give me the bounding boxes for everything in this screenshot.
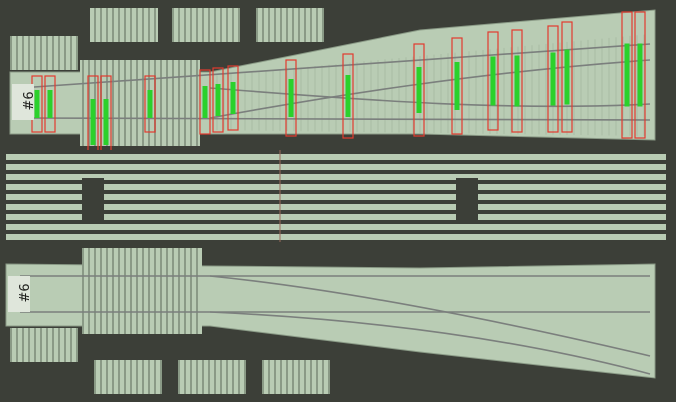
marked-tie-outline [451, 37, 463, 135]
marked-tie-outline [44, 75, 56, 133]
marked-tie-fill [34, 90, 40, 118]
turnout-bottom-rails [20, 275, 651, 375]
tie-pad [172, 8, 240, 42]
rail-strip [6, 234, 666, 240]
turnout-top-label: 9# [19, 91, 34, 110]
turnout-bottom-label-box [8, 276, 30, 312]
turnout-top-highlights [31, 11, 646, 169]
rail-strip [6, 164, 666, 170]
marked-tie-fill [103, 99, 109, 145]
tie-pad-group-top [10, 8, 324, 70]
rail-diverging [209, 59, 651, 119]
tie-pad [256, 8, 324, 42]
marked-tie-fill [490, 56, 496, 106]
turnout-bottom-tie-strip [82, 248, 202, 334]
marked-tie-outline [511, 29, 523, 133]
rail-strip [6, 204, 666, 210]
turnout-top-tie-strip [80, 60, 200, 146]
rail [19, 43, 651, 89]
rail-strip-sprue [4, 150, 668, 242]
marked-tie-fill [202, 86, 208, 118]
rail [19, 117, 651, 121]
marked-tie-fill [47, 90, 53, 118]
marked-tie-fill [230, 82, 236, 114]
marked-tie-outline [634, 11, 646, 139]
marked-tie-outline [212, 67, 224, 133]
marked-tie-fill [288, 79, 294, 117]
rail-strip [6, 194, 666, 200]
marked-tie-outline [227, 65, 239, 131]
marked-tie-outline [342, 53, 354, 139]
rail-strip [6, 174, 666, 180]
marked-tie-outline [561, 21, 573, 133]
rail-strip [6, 154, 666, 160]
rail-diverging [209, 311, 651, 375]
marked-tie-outline [285, 59, 297, 137]
marked-tie-fill [550, 52, 556, 106]
turnout-bottom-label: 9# [15, 283, 30, 302]
rail-diverging [209, 87, 651, 108]
sprue-gap [82, 178, 104, 220]
marked-tie-outline [547, 25, 559, 133]
marked-tie-fill [90, 99, 96, 145]
rail-strip [6, 214, 666, 220]
rail-strip [6, 224, 666, 230]
turnout-top-label-box [12, 84, 34, 120]
marked-tie-fill [147, 90, 153, 118]
tie-pad-group-bottom [10, 328, 330, 394]
rail-diverging [209, 275, 651, 357]
marked-tie-fill [514, 55, 520, 107]
marked-tie-outline [413, 43, 425, 137]
turnout-bottom: 9# [5, 248, 656, 379]
tie-pad [94, 360, 162, 394]
marked-tie-outline [487, 31, 499, 131]
turnout-top-rails [19, 43, 651, 121]
rail-strip [6, 184, 666, 190]
marked-tie-fill [345, 75, 351, 117]
turnout-top: 9# [9, 9, 656, 169]
tie-pad [90, 8, 158, 42]
marked-tie-outline [621, 11, 633, 139]
marked-tie-fill [454, 62, 460, 110]
marked-tie-fill [215, 84, 221, 116]
marked-tie-outline [144, 75, 156, 133]
tie-pad [10, 328, 78, 362]
sprue-gap [456, 178, 478, 220]
tie-pad [10, 36, 78, 70]
marked-tie-fill [637, 43, 643, 107]
marked-tie-outline [199, 69, 211, 135]
tie-pad [262, 360, 330, 394]
marked-tie-fill [416, 67, 422, 113]
tie-pad [178, 360, 246, 394]
marked-tie-fill [564, 49, 570, 105]
marked-tie-fill [624, 43, 630, 107]
